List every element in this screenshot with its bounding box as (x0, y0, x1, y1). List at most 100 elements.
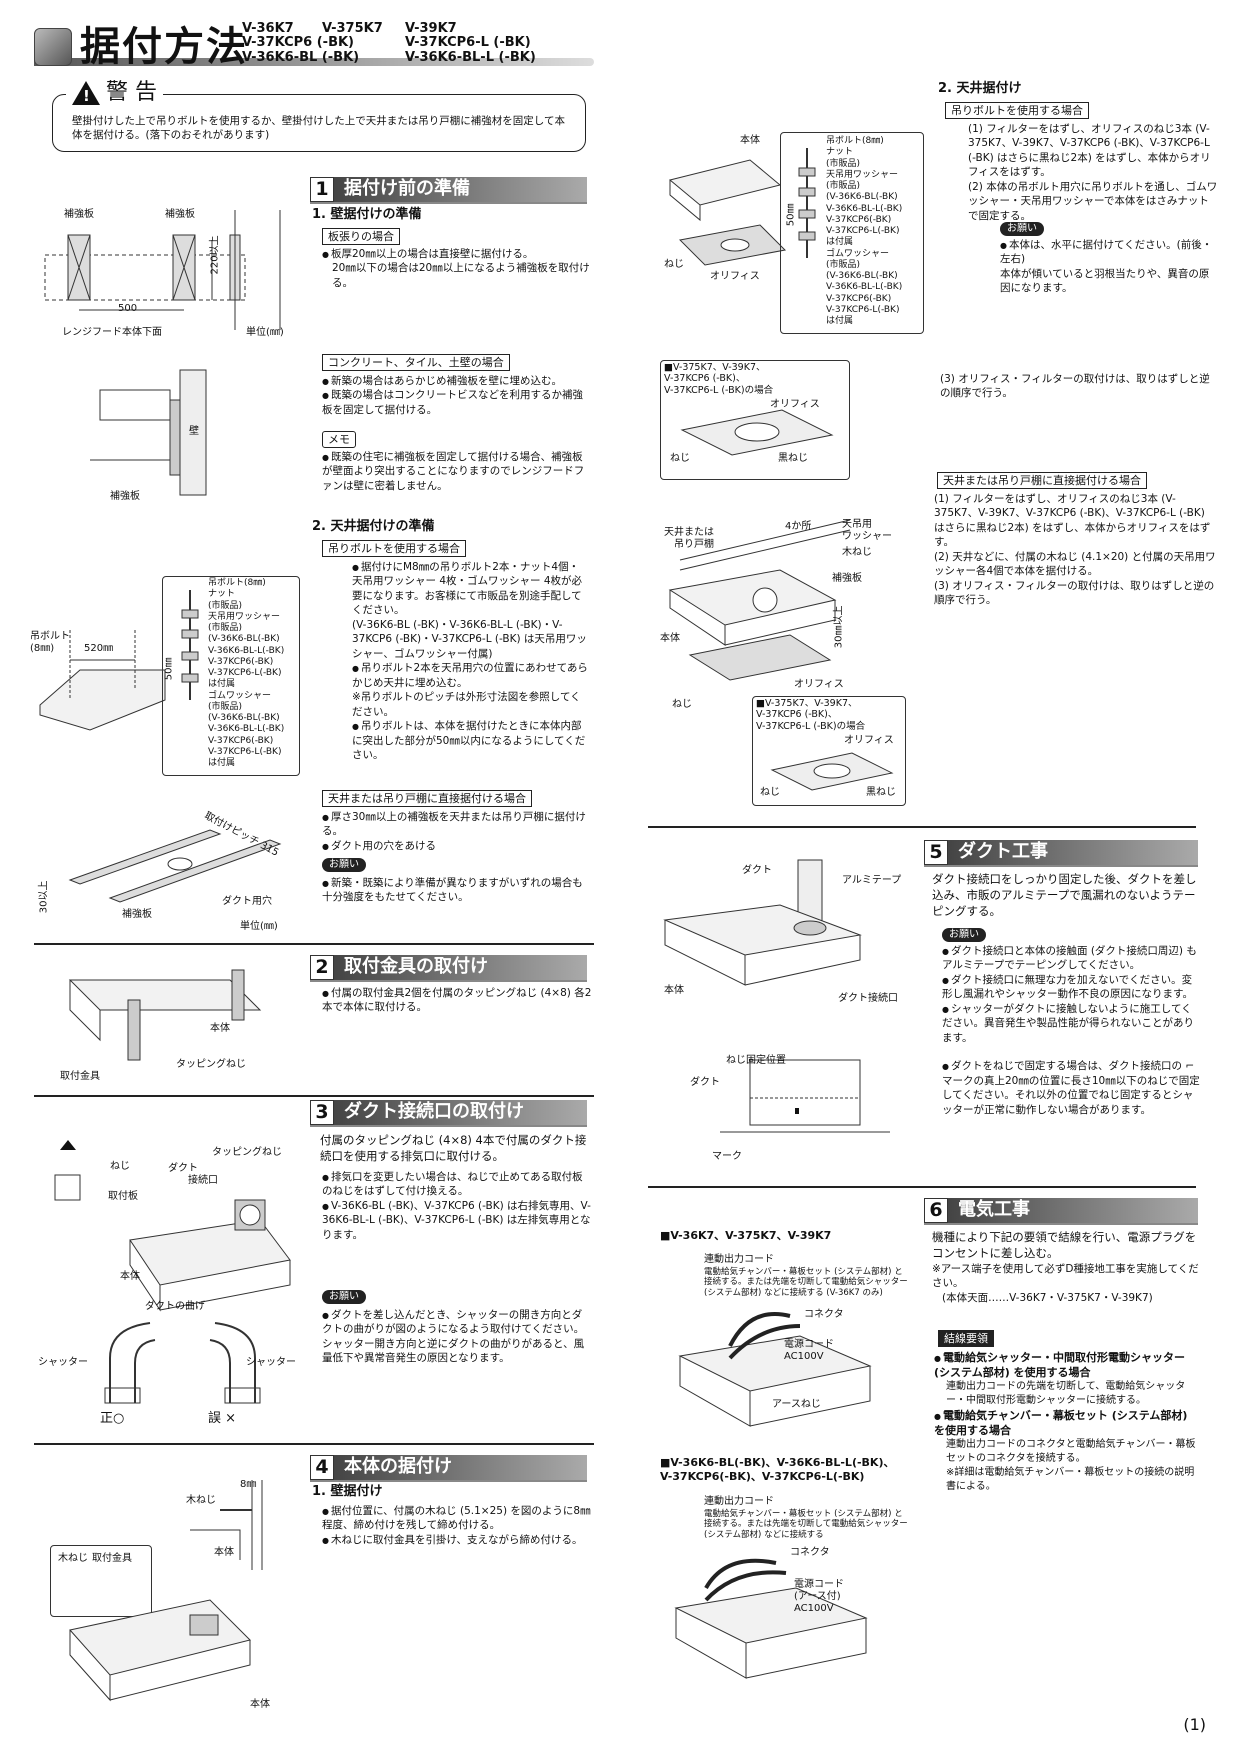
sec6-intro: 機種により下記の要領で結線を行い、電源プラグをコンセントに差し込む。 (932, 1230, 1197, 1260)
figC-label: 木ねじ (842, 547, 872, 558)
figB-title: ■V-375K7、V-39K7、V-37KCP6 (-BK)、V-37KCP6-… (664, 362, 774, 396)
figA-labels: 吊ボルト(8㎜)ナット(市販品) 天吊用ワッシャー(市販品)(V-36K6-BL… (826, 136, 903, 326)
fig-sec3-label: 取付板 (108, 1191, 138, 1202)
figC-label: 天吊用 (842, 519, 872, 530)
section-4-header: 4 本体の据付け (310, 1455, 587, 1482)
divider (648, 826, 1196, 828)
bolt-stack-icon (181, 590, 199, 700)
sec6-figB-callout: 連動出力コード 電動給気チャンバー・幕板セット (システム部材) と接続する。ま… (704, 1496, 908, 1540)
figC-label: ワッシャー (842, 531, 892, 542)
sec6-figB-label: コネクタ (790, 1547, 830, 1558)
fig-sec5-label: マーク (712, 1151, 742, 1162)
sec5-intro: ダクト接続口をしっかり固定した後、ダクトを差し込み、市販のアルミテープで風漏れの… (932, 872, 1197, 918)
page-number: (1) (1183, 1715, 1206, 1734)
fig-sec5-label: ダクト (690, 1077, 720, 1088)
sec4-text: 据付位置に、付属の木ねじ (5.1×25) を図のように8㎜程度、締め付けを残し… (322, 1504, 592, 1547)
figC-label: 本体 (660, 633, 680, 644)
figC-label: 4か所 (785, 521, 812, 532)
fig1-label: 単位(㎜) (246, 327, 284, 338)
bolt-stack-icon (798, 148, 816, 258)
tag-direct: 天井または吊り戸棚に直接据付ける場合 (322, 790, 532, 807)
bolt-parts-box-right (780, 132, 924, 334)
fig-sec2-label: 取付金具 (60, 1071, 100, 1082)
orifice-box-2 (752, 696, 906, 806)
tag-wiring: 結線要領 (938, 1330, 994, 1347)
fig-sec3-label: 本体 (120, 1271, 140, 1282)
fig1-label: レンジフード本体下面 (62, 327, 162, 338)
tag-wood: 板張りの場合 (322, 228, 400, 245)
fig1-label: 500 (118, 303, 138, 314)
fig-sec2-label: タッピングねじ (176, 1059, 246, 1070)
tag-direct-right: 天井または吊り戸棚に直接据付ける場合 (937, 472, 1147, 489)
sec3-text: 排気口を変更したい場合は、ねじで止めてある取付板のねじをはずして付け換える。 V… (322, 1170, 592, 1242)
fig3-label: 520㎜ (84, 643, 114, 654)
sec6-steps: 電動給気シャッター・中間取付形電動シャッター (システム部材) を使用する場合 … (934, 1350, 1202, 1493)
figure-hood-bolt (39, 630, 166, 731)
right-direct-text: (1) フィルターをはずし、オリフィスのねじ3本 (V-375K7、V-39K7… (934, 493, 1216, 607)
sec1-sub1: 1. 壁据付けの準備 (312, 207, 422, 222)
section-title: ダクト工事 (948, 840, 1198, 865)
fig-sec4-label: 8㎜ (240, 1479, 257, 1490)
figB-label: ねじ (670, 453, 690, 464)
concrete-text: 新築の場合はあらかじめ補強板を壁に埋め込む。 既築の場合はコンクリートビスなどを… (322, 374, 592, 417)
fig-sec3-label: タッピングねじ (212, 1147, 282, 1158)
figB-label: 黒ねじ (778, 453, 808, 464)
header-square-icon (34, 28, 72, 66)
right-text: (1) フィルターをはずし、オリフィスのねじ3本 (V-375K7、V-39K7… (968, 123, 1218, 222)
detail-box (50, 1545, 152, 1617)
fig-sec3-label: 接続口 (188, 1175, 218, 1186)
figure-duct-work (663, 859, 862, 986)
tag-concrete: コンクリート、タイル、土壁の場合 (322, 354, 510, 371)
figure-orifice (680, 409, 834, 456)
sec3-note: ダクトを差し込んだとき、シャッターの開き方向とダクトの曲がりが図のようになるよう… (322, 1308, 592, 1366)
sec6-figB-label: (アース付) (794, 1591, 841, 1602)
warning-heading: 警 告 (66, 78, 163, 109)
warning-icon (72, 81, 100, 107)
fig-sec5-label: アルミテープ (842, 875, 902, 886)
onegai-badge: お願い (942, 928, 986, 942)
figA-label: 本体 (740, 135, 760, 146)
model-list-2: V-375K7 (322, 21, 383, 36)
section-6-header: 6 電気工事 (924, 1198, 1198, 1225)
figure-duct-connector (54, 1140, 291, 1312)
fig-sec5-label: ねじ固定位置 (726, 1055, 786, 1066)
divider (34, 1443, 594, 1445)
header-band (34, 58, 594, 66)
section-number: 2 (310, 955, 334, 980)
fig-sec4-label: 本体 (250, 1699, 270, 1710)
warning-text: 壁掛付けした上で吊りボルトを使用するか、壁掛付けした上で天井または吊り戸棚に補強… (72, 115, 565, 142)
figA-label: ねじ (664, 259, 684, 270)
section-number: 1 (310, 177, 334, 202)
fig-sec4-label: 木ねじ (186, 1495, 216, 1506)
sec6-figA-callout: 連動出力コード 電動給気チャンバー・幕板セット (システム部材) と接続する。ま… (704, 1254, 908, 1298)
section-title: ダクト接続口の取付け (334, 1100, 587, 1125)
fig1-label: 補強板 (64, 209, 94, 220)
fig3-label: (8㎜) (30, 643, 55, 654)
divider (34, 1095, 594, 1097)
bolt-text: 据付けにM8㎜の吊りボルト2本・ナット4個・天吊用ワッシャー 4枚・ゴムワッシャ… (352, 560, 588, 763)
fig4-label: 補強板 (122, 909, 152, 920)
fig1-label: 補強板 (165, 209, 195, 220)
figC-label: 補強板 (832, 573, 862, 584)
section-5-header: 5 ダクト工事 (924, 840, 1198, 867)
fig3-labels: 吊ボルト(8㎜)ナット(市販品) 天吊用ワッシャー(市販品)(V-36K6-BL… (208, 578, 285, 768)
sec6-figA-label: コネクタ (804, 1309, 844, 1320)
sec6-figA-label: 電源コード (784, 1339, 834, 1350)
right-sub2: 2. 天井据付け (938, 81, 1022, 96)
onegai-badge: お願い (1000, 222, 1044, 236)
warning-box (52, 94, 586, 152)
fig1-label: 220以上 (209, 235, 221, 275)
figure-hood-body (69, 1599, 251, 1702)
figure-wall-reinforcement (44, 210, 281, 330)
figure-wiring-b (674, 1558, 868, 1679)
figC-label: 吊り戸棚 (674, 539, 714, 550)
figB-label: オリフィス (770, 399, 820, 410)
fig2-label: 補強板 (110, 491, 140, 502)
figC-label: ねじ (672, 699, 692, 710)
fig4-label: ダクト用穴 (222, 896, 272, 907)
fig2-label: 壁 (189, 426, 199, 437)
figure-direct-ceiling (668, 519, 851, 681)
fig-sec4-label: 木ねじ (58, 1553, 88, 1564)
divider (34, 943, 594, 945)
